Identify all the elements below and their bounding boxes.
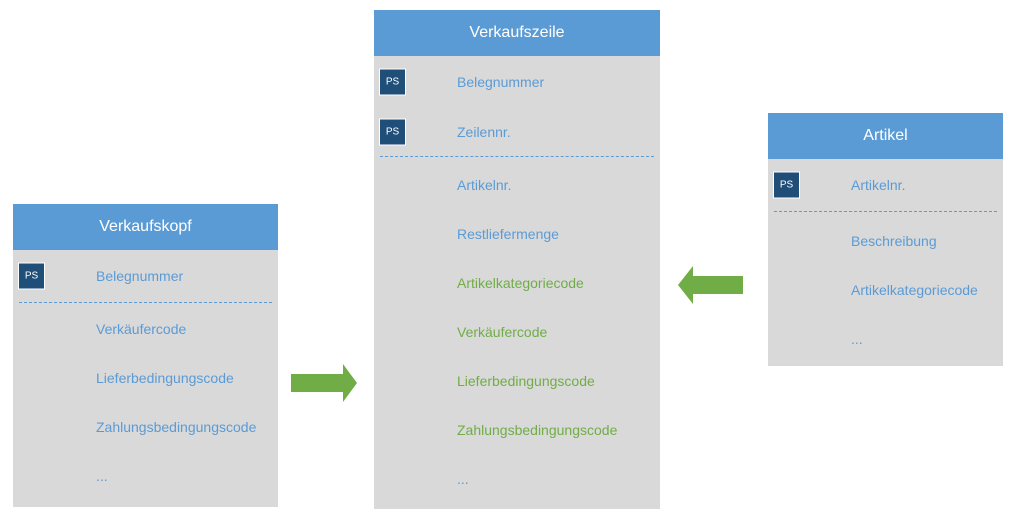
verkaufskopf-field-row: Verkäufercode: [13, 304, 278, 353]
key-divider: [380, 156, 654, 157]
artikel-key-row: PS Artikelnr.: [768, 159, 1003, 211]
arrow-left-icon: [678, 266, 743, 304]
arrow-right-shape: [291, 364, 357, 402]
verkaufszeile-key-belegnummer: Belegnummer: [457, 74, 545, 90]
verkaufskopf-field-row: ...: [13, 451, 278, 500]
artikel-field-more: ...: [851, 330, 863, 347]
verkaufszeile-key-zeilennr: Zeilennr.: [457, 124, 511, 140]
artikel-field-row: ...: [768, 314, 1003, 363]
verkaufszeile-inherited-row: Artikelkategoriecode: [374, 258, 660, 307]
primary-key-badge: PS: [19, 263, 44, 289]
artikel-field-row: Beschreibung: [768, 216, 1003, 265]
artikel-title: Artikel: [768, 113, 1003, 159]
verkaufskopf-key-belegnummer: Belegnummer: [96, 268, 184, 284]
verkaufszeile-field-row: ...: [374, 454, 660, 503]
verkaufskopf-field-row: Zahlungsbedingungscode: [13, 402, 278, 451]
verkaufszeile-field-verkaeufercode: Verkäufercode: [457, 323, 548, 340]
key-divider: [19, 302, 272, 303]
verkaufszeile-inherited-row: Verkäufercode: [374, 307, 660, 356]
verkaufszeile-field-zahlungsbedingungscode: Zahlungsbedingungscode: [457, 421, 618, 438]
primary-key-badge: PS: [774, 172, 799, 198]
verkaufskopf-field-row: Lieferbedingungscode: [13, 353, 278, 402]
verkaufskopf-table: Verkaufskopf PS Belegnummer Verkäufercod…: [13, 204, 278, 507]
verkaufskopf-key-row: PS Belegnummer: [13, 250, 278, 302]
arrow-left-shape: [678, 266, 743, 304]
verkaufskopf-title: Verkaufskopf: [13, 204, 278, 250]
verkaufszeile-field-restliefermenge: Restliefermenge: [457, 225, 559, 242]
verkaufskopf-field-more: ...: [96, 467, 108, 484]
primary-key-badge: PS: [380, 119, 405, 145]
verkaufszeile-field-more: ...: [457, 470, 469, 487]
verkaufskopf-field-zahlungsbedingungscode: Zahlungsbedingungscode: [96, 418, 257, 435]
artikel-field-beschreibung: Beschreibung: [851, 232, 937, 249]
verkaufszeile-title: Verkaufszeile: [374, 10, 660, 56]
verkaufszeile-inherited-row: Zahlungsbedingungscode: [374, 405, 660, 454]
artikel-key-artikelnr: Artikelnr.: [851, 177, 906, 193]
verkaufszeile-field-artikelnr: Artikelnr.: [457, 176, 512, 193]
verkaufszeile-inherited-row: Lieferbedingungscode: [374, 356, 660, 405]
verkaufszeile-field-lieferbedingungscode: Lieferbedingungscode: [457, 372, 595, 389]
arrow-right-icon: [291, 364, 357, 402]
artikel-table: Artikel PS Artikelnr. Beschreibung Artik…: [768, 113, 1003, 366]
verkaufszeile-key-row: PS Zeilennr.: [374, 108, 660, 156]
artikel-field-row: Artikelkategoriecode: [768, 265, 1003, 314]
key-divider: [774, 211, 997, 212]
primary-key-badge: PS: [380, 69, 405, 95]
verkaufszeile-field-row: Restliefermenge: [374, 209, 660, 258]
verkaufszeile-field-artikelkategoriecode: Artikelkategoriecode: [457, 274, 584, 291]
verkaufskopf-field-verkaeufercode: Verkäufercode: [96, 320, 187, 337]
verkaufskopf-field-lieferbedingungscode: Lieferbedingungscode: [96, 369, 234, 386]
verkaufszeile-key-row: PS Belegnummer: [374, 56, 660, 108]
verkaufszeile-field-row: Artikelnr.: [374, 160, 660, 209]
verkaufszeile-table: Verkaufszeile PS Belegnummer PS Zeilennr…: [374, 10, 660, 509]
artikel-field-artikelkategoriecode: Artikelkategoriecode: [851, 281, 978, 298]
